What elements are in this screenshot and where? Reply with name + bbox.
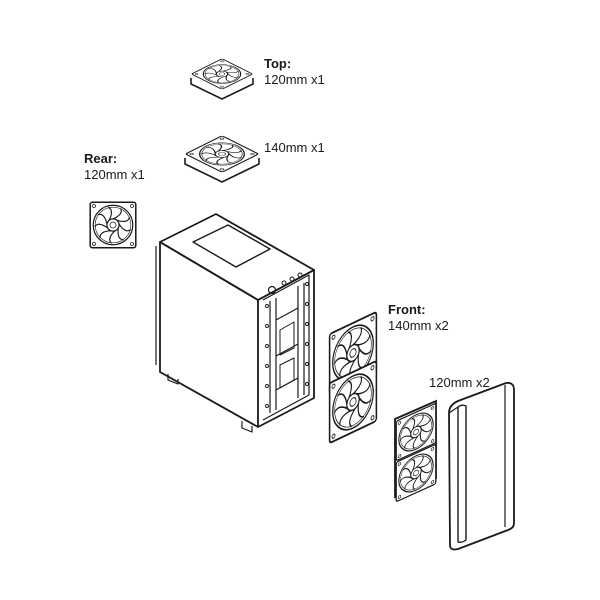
front-panel <box>448 381 515 551</box>
front-120mm-fans-icon <box>394 399 437 503</box>
top-140-spec: 140mm x1 <box>264 140 325 155</box>
front-title: Front: <box>388 302 426 317</box>
top-120mm-fan-edge <box>190 78 254 100</box>
rear-120mm-fan-icon <box>89 201 137 249</box>
rear-title: Rear: <box>84 151 118 166</box>
top-120-spec: 120mm x1 <box>264 72 325 87</box>
front-140-spec: 140mm x2 <box>388 318 449 333</box>
rear-120-spec: 120mm x1 <box>84 167 145 182</box>
top-label: Top: 120mm x1 <box>264 56 325 88</box>
front-label: Front: 140mm x2 <box>388 302 449 334</box>
rear-label: Rear: 120mm x1 <box>84 151 145 183</box>
top-120mm-fan-icon <box>190 58 254 90</box>
pc-case <box>155 213 315 433</box>
top-140mm-fan-edge <box>184 158 260 183</box>
front-120-spec: 120mm x2 <box>429 375 490 390</box>
front-140mm-fans-icon <box>328 310 378 445</box>
top-140mm-fan-icon <box>184 134 260 174</box>
top-title: Top: <box>264 56 292 71</box>
case-mounting-holes <box>265 282 309 408</box>
